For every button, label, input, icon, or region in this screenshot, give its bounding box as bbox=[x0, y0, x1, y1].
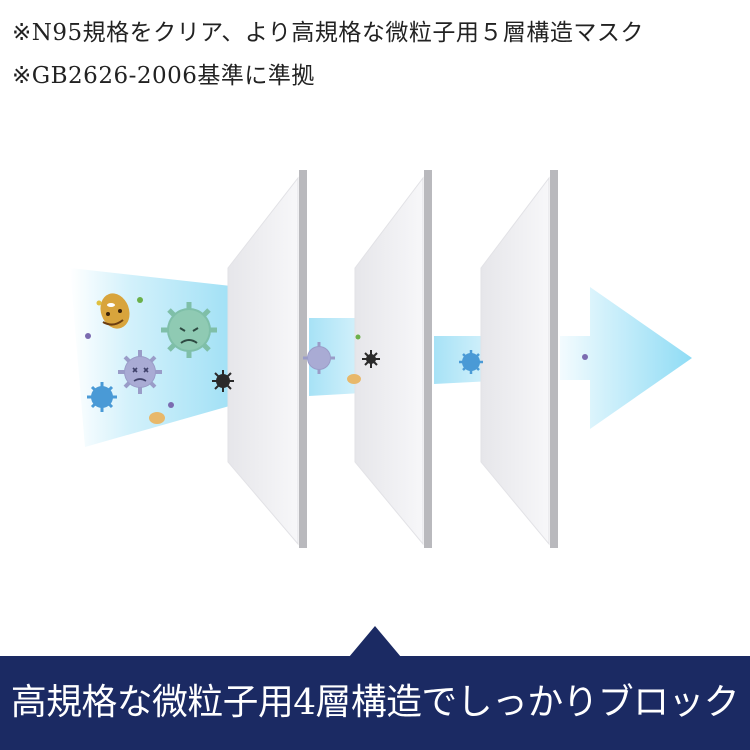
virus-icon bbox=[87, 382, 117, 412]
note-n95: ※N95規格をクリア、より高規格な微粒子用５層構造マスク bbox=[12, 20, 644, 46]
virus-icon bbox=[303, 342, 335, 374]
dust-icon bbox=[582, 354, 588, 360]
dust-icon bbox=[168, 402, 174, 408]
banner-headline: 高規格な微粒子用4層構造でしっかりブロック bbox=[10, 682, 740, 723]
banner-pointer bbox=[349, 626, 401, 657]
dust-icon bbox=[355, 334, 361, 340]
dust-icon bbox=[137, 297, 143, 303]
bacteria-icon bbox=[100, 293, 130, 329]
dust-icon bbox=[85, 333, 91, 339]
pollen-icon bbox=[149, 412, 165, 424]
note-gb2626: ※GB2626-2006基準に準拠 bbox=[12, 63, 315, 89]
clean-air-arrow bbox=[560, 287, 692, 429]
virus-icon bbox=[161, 302, 217, 358]
virus-icon bbox=[459, 350, 483, 374]
filter-layer-2 bbox=[354, 170, 432, 548]
pollen-icon bbox=[347, 374, 361, 384]
dust-icon bbox=[96, 300, 102, 306]
filter-layer-3 bbox=[480, 170, 558, 548]
filter-layer-1 bbox=[227, 170, 307, 548]
dust-icon bbox=[212, 370, 234, 392]
dust-icon bbox=[362, 350, 380, 368]
banner-background bbox=[0, 656, 750, 750]
virus-icon bbox=[118, 350, 162, 394]
